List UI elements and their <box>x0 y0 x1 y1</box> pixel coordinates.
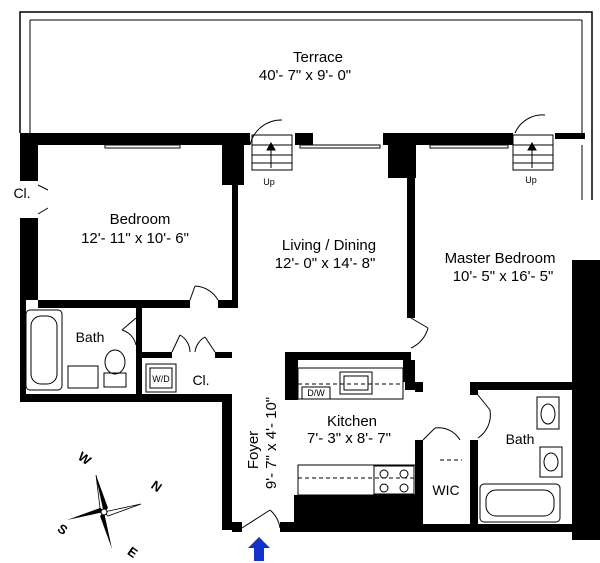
living-name: Living / Dining <box>282 237 376 254</box>
compass-needle <box>96 475 108 512</box>
master-dim: 10'- 5" x 16'- 5" <box>453 268 554 285</box>
room-labels: Terrace 40'- 7" x 9'- 0" Bedroom 12'- 11… <box>13 49 555 498</box>
master-name: Master Bedroom <box>445 250 556 267</box>
steps-up-label: Up <box>263 177 275 187</box>
dishwasher-label: D/W <box>307 388 325 398</box>
compass-n: N <box>148 477 164 495</box>
entry-arrow-icon <box>248 537 270 561</box>
bath-fixtures <box>25 309 563 523</box>
kitchen-fixtures <box>145 363 417 496</box>
terrace-steps <box>251 134 554 171</box>
foyer-name: Foyer <box>245 431 262 469</box>
bedroom-dim: 12'- 11" x 10'- 6" <box>81 230 189 247</box>
door-swings <box>37 114 546 529</box>
compass-s: S <box>55 521 71 538</box>
compass-e: E <box>125 544 141 561</box>
wic-name: WIC <box>432 482 459 498</box>
compass-needle <box>67 508 104 520</box>
walls <box>20 133 600 540</box>
kitchen-name: Kitchen <box>327 413 377 430</box>
terrace-area <box>19 11 593 200</box>
bath1-name: Bath <box>76 329 105 345</box>
foyer-dim: 9'- 7" x 4'- 10" <box>263 397 280 489</box>
bedroom-name: Bedroom <box>110 211 171 228</box>
compass-needle <box>100 512 112 549</box>
steps-up-label: Up <box>525 175 537 185</box>
terrace-name: Terrace <box>293 49 343 66</box>
compass-w: W <box>75 449 94 469</box>
bath2-name: Bath <box>506 431 535 447</box>
kitchen-dim: 7'- 3" x 8'- 7" <box>307 430 391 447</box>
living-dim: 12'- 0" x 14'- 8" <box>275 255 376 272</box>
terrace-dim: 40'- 7" x 9'- 0" <box>259 67 351 84</box>
washer-dryer-label: W/D <box>152 374 170 384</box>
compass-rose: W N S E <box>55 449 165 561</box>
closet-hall-name: Cl. <box>192 372 209 388</box>
closet-bedroom-name: Cl. <box>13 185 30 201</box>
